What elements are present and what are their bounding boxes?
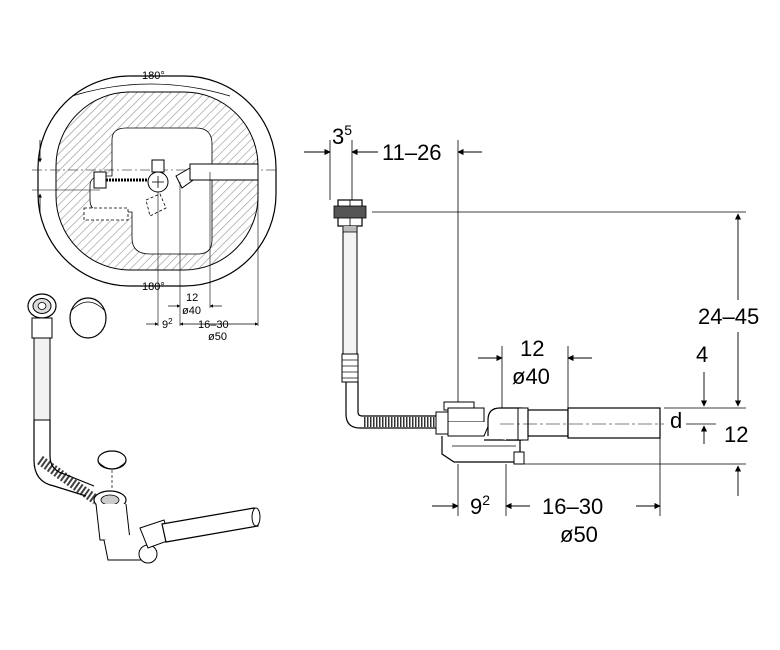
side-view: 35 11–26	[304, 122, 759, 547]
top-dim-16-30: 16–30	[198, 319, 229, 331]
side-dim-d50: ø50	[560, 522, 598, 547]
outlet-pipe-side	[527, 409, 569, 437]
overflow-vertical-pipe	[342, 226, 358, 361]
top-dim-d40: ø40	[182, 305, 201, 317]
angle-bottom-label: 180°	[142, 281, 165, 293]
top-dim-d50: ø50	[208, 331, 227, 343]
overflow-flex-section	[341, 353, 359, 383]
side-dim-9-2: 92	[470, 492, 490, 519]
side-dim-16-30: 16–30	[542, 494, 603, 519]
side-dim-11-26: 11–26	[382, 140, 442, 165]
side-dim-12-top: 12	[520, 336, 544, 361]
overflow-head-plan	[93, 171, 107, 189]
side-dim-4: 4	[696, 342, 708, 367]
isometric-view	[27, 293, 261, 564]
top-view: 180° 180° 12 ø40 92 16–30	[32, 70, 277, 343]
top-dim-9: 92	[162, 317, 173, 331]
side-dim-12-right: 12	[724, 422, 748, 447]
top-dim-12: 12	[186, 292, 198, 304]
circle-cap-icon	[69, 297, 107, 339]
rosette-icon	[27, 293, 57, 319]
side-dim-3-5: 35	[332, 122, 352, 149]
outlet-pipe-plan	[189, 163, 259, 181]
side-dim-d: d	[670, 408, 682, 433]
side-dim-d40: ø40	[512, 364, 550, 389]
side-dim-24-45: 24–45	[698, 304, 759, 329]
tub-floor-cutout	[89, 127, 213, 255]
angle-top-label: 180°	[142, 70, 165, 82]
tub-outer-rim	[37, 75, 277, 287]
